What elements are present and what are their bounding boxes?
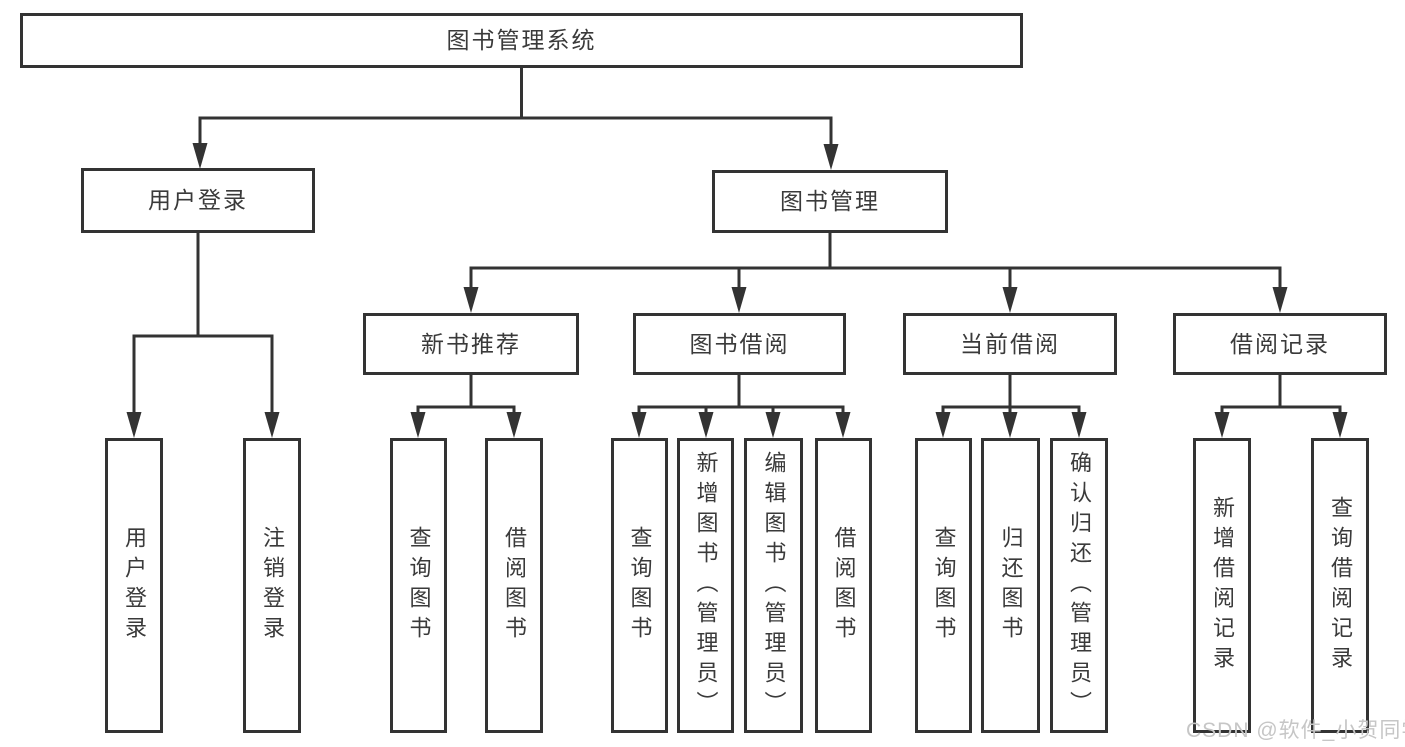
node-borrow-edit-books-admin: 编辑图书（管理员） xyxy=(744,438,803,733)
connector-book-borrow xyxy=(637,375,845,417)
node-recommend-query-books-label: 查询图书 xyxy=(406,525,432,646)
node-borrow-add-books-admin: 新增图书（管理员） xyxy=(677,438,734,733)
node-current-return-books-label: 归还图书 xyxy=(998,525,1024,646)
arrow-down-icon xyxy=(126,412,142,438)
arrow-down-icon xyxy=(1272,287,1288,313)
node-borrow-add-books-admin-label: 新增图书（管理员） xyxy=(693,450,719,721)
node-book-management-label: 图书管理 xyxy=(780,188,880,214)
connector-new-book-recommend xyxy=(416,375,516,417)
arrow-down-icon xyxy=(835,412,851,438)
arrow-down-icon xyxy=(264,412,280,438)
node-current-query-books: 查询图书 xyxy=(915,438,972,733)
arrow-down-icon xyxy=(1002,287,1018,313)
arrow-down-icon xyxy=(1002,412,1018,438)
node-user-login: 用户登录 xyxy=(81,168,315,233)
node-borrow-borrow-books: 借阅图书 xyxy=(815,438,872,733)
arrow-down-icon xyxy=(1332,412,1348,438)
arrow-down-icon xyxy=(935,412,951,438)
node-borrow-edit-books-admin-label: 编辑图书（管理员） xyxy=(761,450,787,721)
arrow-down-icon xyxy=(765,412,781,438)
node-borrow-borrow-books-label: 借阅图书 xyxy=(831,525,857,646)
node-recommend-query-books: 查询图书 xyxy=(390,438,447,733)
arrow-down-icon xyxy=(410,412,426,438)
node-recommend-borrow-books: 借阅图书 xyxy=(485,438,543,733)
node-user-login-action: 用户登录 xyxy=(105,438,163,733)
arrow-down-icon xyxy=(1214,412,1230,438)
node-new-book-recommend-label: 新书推荐 xyxy=(421,330,521,357)
node-book-borrow-label: 图书借阅 xyxy=(689,330,790,357)
arrow-down-icon xyxy=(731,287,747,313)
node-borrow-query-books: 查询图书 xyxy=(611,438,668,733)
arrow-down-icon xyxy=(463,287,479,313)
node-logout-action: 注销登录 xyxy=(243,438,301,733)
connector-user-login xyxy=(132,233,274,416)
node-borrow-query-books-label: 查询图书 xyxy=(627,525,653,646)
node-borrow-records-label: 借阅记录 xyxy=(1230,330,1330,357)
node-root: 图书管理系统 xyxy=(20,13,1023,68)
arrow-heads xyxy=(126,143,1348,438)
connector-current-borrow xyxy=(941,375,1081,417)
node-root-label: 图书管理系统 xyxy=(446,27,597,53)
node-current-return-books: 归还图书 xyxy=(981,438,1040,733)
node-new-book-recommend: 新书推荐 xyxy=(363,313,579,375)
node-user-login-action-label: 用户登录 xyxy=(122,525,147,646)
node-current-borrow-label: 当前借阅 xyxy=(960,330,1060,357)
arrow-down-icon xyxy=(1071,412,1087,438)
connector-book-management xyxy=(469,233,1282,292)
arrow-down-icon xyxy=(698,412,714,438)
connector-borrow-records xyxy=(1220,375,1342,417)
node-current-query-books-label: 查询图书 xyxy=(931,525,957,646)
node-current-confirm-return-admin: 确认归还（管理员） xyxy=(1050,438,1108,733)
connector-lines xyxy=(132,68,1342,417)
node-user-login-label: 用户登录 xyxy=(148,187,248,213)
node-logout-action-label: 注销登录 xyxy=(260,525,285,646)
watermark: CSDN @软件_小贺同学 xyxy=(1186,719,1405,742)
node-records-query-record: 查询借阅记录 xyxy=(1311,438,1369,733)
node-book-management: 图书管理 xyxy=(712,170,948,233)
connector-root xyxy=(198,68,833,148)
arrow-down-icon xyxy=(631,412,647,438)
node-records-add-record: 新增借阅记录 xyxy=(1193,438,1251,733)
node-current-borrow: 当前借阅 xyxy=(903,313,1117,375)
node-records-query-record-label: 查询借阅记录 xyxy=(1328,495,1353,676)
node-current-confirm-return-admin-label: 确认归还（管理员） xyxy=(1067,450,1092,721)
node-records-add-record-label: 新增借阅记录 xyxy=(1210,495,1235,676)
node-book-borrow: 图书借阅 xyxy=(633,313,846,375)
arrow-down-icon xyxy=(823,144,839,170)
node-borrow-records: 借阅记录 xyxy=(1173,313,1387,375)
arrow-down-icon xyxy=(506,412,522,438)
node-recommend-borrow-books-label: 借阅图书 xyxy=(502,525,527,646)
arrow-down-icon xyxy=(192,143,208,169)
